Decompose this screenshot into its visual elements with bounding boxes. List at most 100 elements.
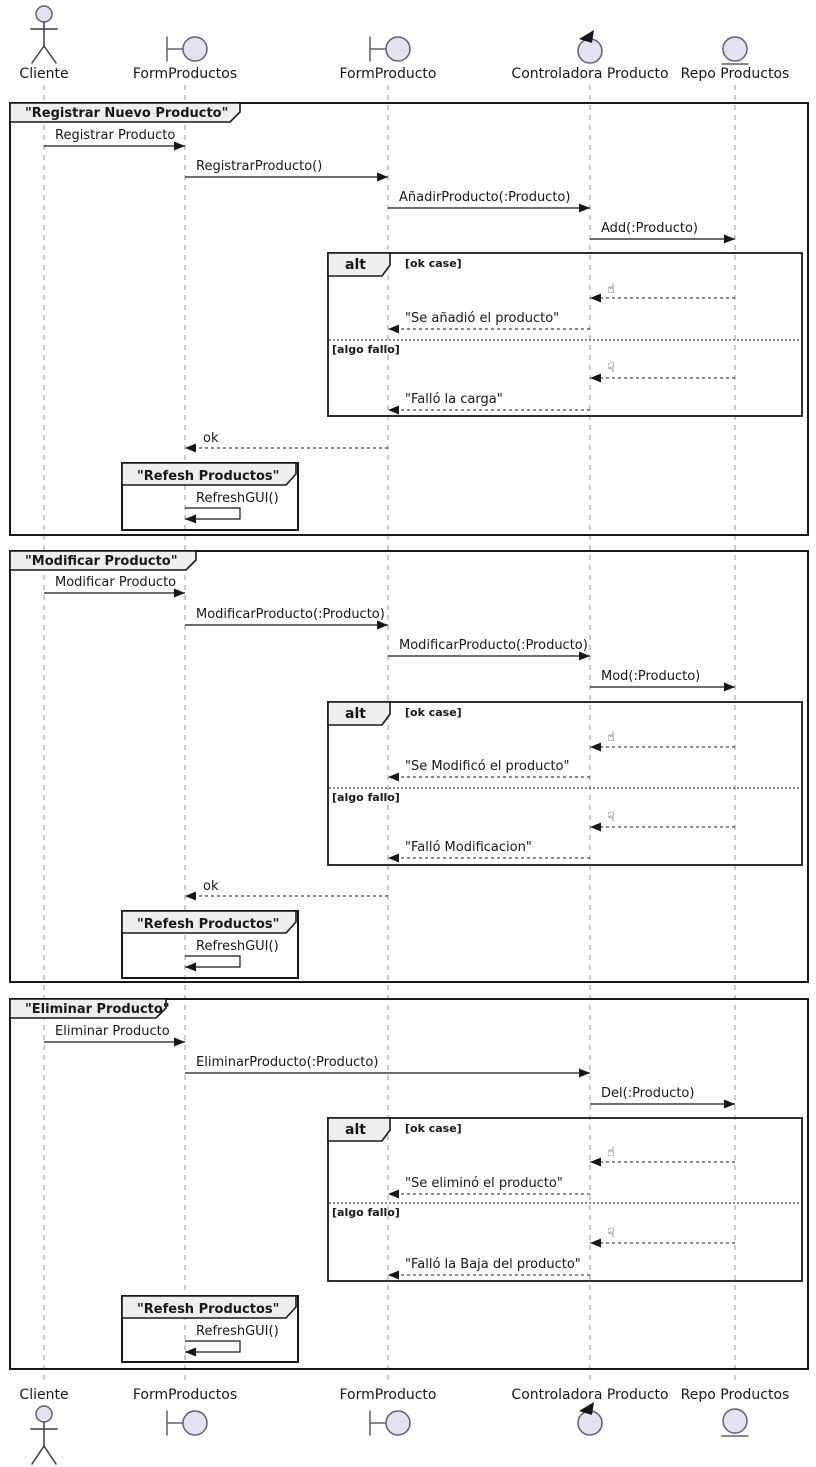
alt-operator-label: alt — [345, 257, 366, 273]
message-label: Modificar Producto — [55, 575, 176, 590]
participant-label-cliente: Cliente — [19, 66, 68, 82]
message-label: RefreshGUI() — [196, 491, 279, 506]
message-label: ok — [203, 431, 219, 446]
participant-label-repo: Repo Productos — [681, 1387, 790, 1403]
alt-guard-ok: [ok case] — [405, 257, 462, 270]
participant-label-cliente: Cliente — [19, 1387, 68, 1403]
alt-guard-fail: [algo fallo] — [332, 1206, 400, 1219]
message-label: ModificarProducto(:Producto) — [196, 607, 385, 622]
refresh-title: "Refesh Productos" — [137, 917, 279, 932]
participants-bottom: Cliente FormProductos FormProducto Contr… — [19, 1387, 790, 1465]
control-circle — [577, 38, 603, 64]
thumbs-down-icon: ☟ — [607, 810, 615, 825]
group-eliminar: "Eliminar Producto" Eliminar Producto El… — [9, 998, 809, 1370]
message-label: "Falló Modificacion" — [405, 840, 532, 855]
message-label: "Falló la carga" — [405, 392, 503, 407]
message-label: "Se Modificó el producto" — [405, 759, 570, 774]
message-label: Del(:Producto) — [601, 1086, 694, 1101]
refresh-title: "Refesh Productos" — [137, 1302, 279, 1317]
thumbs-up-icon: ☝ — [607, 1145, 615, 1160]
participant-label-formproductos: FormProductos — [133, 66, 237, 82]
alt-frame — [327, 1117, 803, 1282]
group-frame — [9, 550, 809, 983]
control-arrow — [579, 1402, 594, 1415]
participant-label-controladora: Controladora Producto — [511, 66, 668, 82]
message-label: Registrar Producto — [55, 128, 175, 143]
participant-label-formproductos: FormProductos — [133, 1387, 237, 1403]
refresh-header-tab — [121, 1295, 297, 1319]
thumbs-down-icon: ☟ — [607, 361, 615, 376]
group-header-tab — [9, 102, 241, 123]
refresh-header-tab — [121, 462, 297, 486]
message-label: Eliminar Producto — [55, 1024, 170, 1039]
boundary-icon — [369, 36, 411, 62]
actor-head — [35, 5, 53, 23]
self-message-arrow — [185, 955, 241, 972]
participant-label-repo: Repo Productos — [681, 66, 790, 82]
actor-icon — [30, 5, 58, 64]
actor-legs — [31, 1444, 57, 1465]
self-message-arrow — [185, 1340, 241, 1357]
control-icon — [577, 1402, 603, 1436]
alt-guard-fail: [algo fallo] — [332, 791, 400, 804]
message-label: "Falló la Baja del producto" — [405, 1257, 581, 1272]
message-label: Mod(:Producto) — [601, 669, 700, 684]
alt-header-tab — [327, 1117, 391, 1142]
control-arrow — [579, 30, 594, 43]
alt-header-tab — [327, 701, 391, 726]
thumbs-up-icon: ☝ — [607, 282, 615, 297]
message-label: AñadirProducto(:Producto) — [399, 190, 570, 205]
boundary-icon — [166, 1410, 208, 1436]
group-title: "Eliminar Producto" — [25, 1002, 170, 1017]
boundary-circle — [385, 1410, 411, 1436]
control-icon — [577, 30, 603, 64]
entity-icon — [721, 1408, 749, 1437]
group-registrar: "Registrar Nuevo Producto" Registrar Pro… — [9, 102, 809, 536]
alt-frame — [327, 701, 803, 866]
message-label: "Se añadió el producto" — [405, 311, 559, 326]
refresh-title: "Refesh Productos" — [137, 469, 279, 484]
self-message-arrow — [185, 507, 241, 524]
message-label: ok — [203, 879, 219, 894]
participant-label-controladora: Controladora Producto — [511, 1387, 668, 1403]
control-circle — [577, 1410, 603, 1436]
alt-operator-label: alt — [345, 706, 366, 722]
group-title: "Modificar Producto" — [25, 554, 178, 569]
group-frame — [9, 102, 809, 536]
message-label: Add(:Producto) — [601, 221, 698, 236]
participant-label-formproducto: FormProducto — [340, 66, 437, 82]
boundary-icon — [369, 1410, 411, 1436]
boundary-circle — [385, 36, 411, 62]
group-title: "Registrar Nuevo Producto" — [25, 106, 228, 121]
alt-guard-ok: [ok case] — [405, 706, 462, 719]
entity-icon — [721, 36, 749, 65]
thumbs-up-icon: ☝ — [607, 730, 615, 745]
refresh-header-tab — [121, 910, 297, 934]
participant-label-formproducto: FormProducto — [340, 1387, 437, 1403]
alt-frame — [327, 252, 803, 417]
group-modificar: "Modificar Producto" Modificar Producto … — [9, 550, 809, 983]
boundary-circle — [182, 1410, 208, 1436]
entity-circle — [722, 1408, 748, 1434]
boundary-circle — [182, 36, 208, 62]
thumbs-down-icon: ☟ — [607, 1226, 615, 1241]
lifelines — [43, 85, 736, 1383]
message-label: RefreshGUI() — [196, 939, 279, 954]
alt-operator-label: alt — [345, 1122, 366, 1138]
message-label: RegistrarProducto() — [196, 159, 322, 174]
entity-circle — [722, 36, 748, 62]
message-label: "Se eliminó el producto" — [405, 1176, 563, 1191]
message-label: EliminarProducto(:Producto) — [196, 1055, 378, 1070]
message-label: RefreshGUI() — [196, 1324, 279, 1339]
message-label: ModificarProducto(:Producto) — [399, 638, 588, 653]
alt-guard-ok: [ok case] — [405, 1122, 462, 1135]
boundary-icon — [166, 36, 208, 62]
actor-icon — [30, 1405, 58, 1465]
actor-head — [35, 1405, 53, 1423]
group-header-tab — [9, 998, 167, 1019]
alt-header-tab — [327, 252, 391, 277]
alt-guard-fail: [algo fallo] — [332, 343, 400, 356]
participants-top: Cliente FormProductos FormProducto Contr… — [19, 5, 790, 82]
